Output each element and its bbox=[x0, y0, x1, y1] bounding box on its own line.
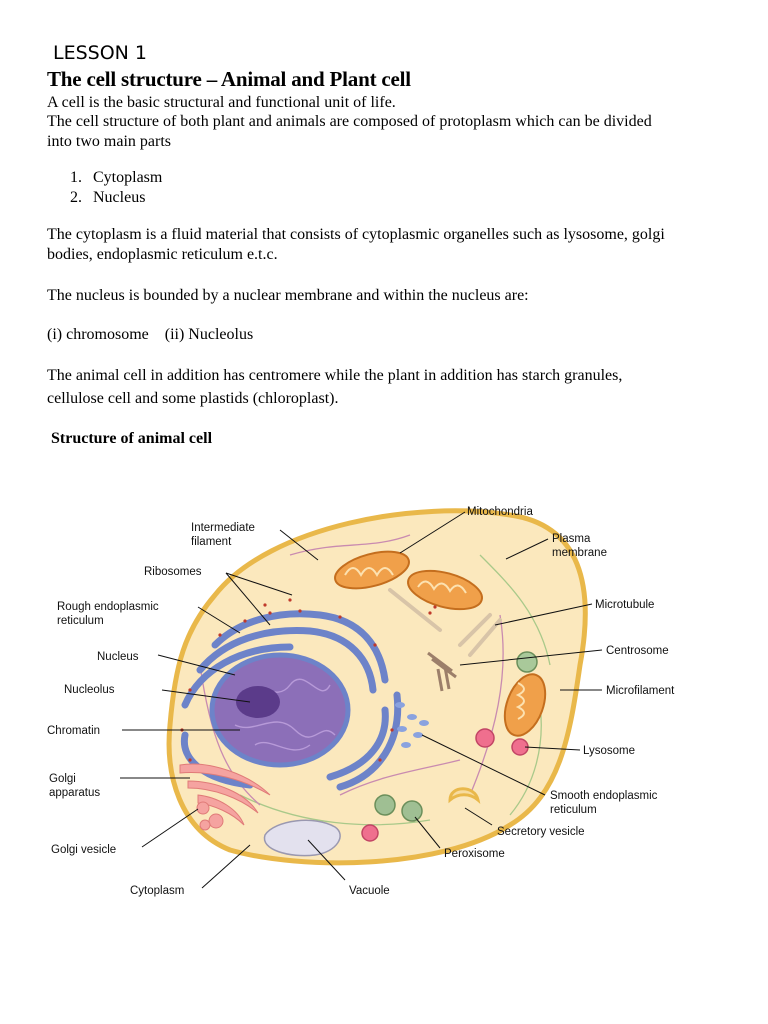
golgi-shape bbox=[179, 763, 271, 831]
animal-cell-diagram: Intermediate filament Ribosomes Rough en… bbox=[40, 495, 740, 905]
cytoplasm-line-1: The cytoplasm is a fluid material that c… bbox=[47, 226, 665, 243]
label-vacuole: Vacuole bbox=[349, 885, 390, 897]
label-cytoplasm: Cytoplasm bbox=[130, 885, 184, 897]
lysosomes bbox=[361, 728, 529, 842]
label-golgi-apparatus: Golgi bbox=[49, 773, 76, 785]
animal-plant-line-1: The animal cell in addition has centrome… bbox=[47, 367, 623, 384]
nucleus-paragraph: The nucleus is bounded by a nuclear memb… bbox=[47, 287, 529, 304]
list-item: 1. Cytoplasm bbox=[70, 168, 162, 188]
label-plasma-membrane: Plasma bbox=[552, 533, 591, 545]
intro-line-2: The cell structure of both plant and ani… bbox=[47, 113, 652, 130]
page-title: The cell structure – Animal and Plant ce… bbox=[47, 67, 411, 91]
list-item: 2. Nucleus bbox=[70, 188, 145, 208]
list-text: Nucleus bbox=[93, 189, 146, 206]
smooth-er-shape bbox=[395, 702, 429, 748]
peroxisome-shape bbox=[374, 794, 396, 816]
peroxisome-shape bbox=[401, 800, 423, 822]
ribosome-dots bbox=[180, 598, 437, 762]
label-smooth-er: reticulum bbox=[550, 804, 597, 816]
nucleus-contents: (i) chromosome (ii) Nucleolus bbox=[47, 326, 254, 343]
vesicle-green bbox=[516, 651, 538, 673]
label-peroxisome: Peroxisome bbox=[444, 848, 505, 860]
label-golgi-apparatus: apparatus bbox=[49, 787, 100, 799]
cytoplasm-line-2: bodies, endoplasmic reticulum e.t.c. bbox=[47, 246, 278, 263]
list-number: 2. bbox=[70, 189, 82, 206]
label-smooth-er: Smooth endoplasmic bbox=[550, 790, 658, 802]
label-intermediate-filament: Intermediate bbox=[191, 522, 255, 534]
label-lysosome: Lysosome bbox=[583, 745, 635, 757]
nucleolus-shape bbox=[236, 686, 280, 718]
label-ribosomes: Ribosomes bbox=[144, 566, 202, 578]
label-centrosome: Centrosome bbox=[606, 645, 669, 657]
label-chromatin: Chromatin bbox=[47, 725, 100, 737]
label-golgi-vesicle: Golgi vesicle bbox=[51, 844, 116, 856]
vacuole-shape bbox=[263, 819, 341, 857]
label-microtubule: Microtubule bbox=[595, 599, 654, 611]
intro-line-3: into two main parts bbox=[47, 133, 171, 150]
label-secretory-vesicle: Secretory vesicle bbox=[497, 826, 585, 838]
filaments bbox=[199, 534, 551, 826]
label-nucleolus: Nucleolus bbox=[64, 684, 115, 696]
secretory-vesicle-shape bbox=[448, 787, 481, 805]
animal-cell-svg: Intermediate filament Ribosomes Rough en… bbox=[47, 506, 675, 897]
label-intermediate-filament: filament bbox=[191, 536, 232, 548]
animal-plant-line-2: cellulose cell and some plastids (chloro… bbox=[47, 390, 339, 407]
label-rough-er: reticulum bbox=[57, 615, 104, 627]
leader-lines bbox=[120, 511, 603, 889]
microtubules bbox=[388, 588, 502, 657]
mitochondria-group bbox=[334, 550, 547, 737]
list-number: 1. bbox=[70, 169, 82, 186]
label-nucleus: Nucleus bbox=[97, 651, 139, 663]
lesson-label: LESSON 1 bbox=[53, 42, 148, 64]
section-subheading: Structure of animal cell bbox=[51, 430, 213, 447]
list-text: Cytoplasm bbox=[93, 169, 163, 186]
label-plasma-membrane: membrane bbox=[552, 547, 607, 559]
label-mitochondria: Mitochondria bbox=[467, 506, 533, 518]
centrosome-shape bbox=[427, 651, 457, 692]
nucleus-shape bbox=[209, 652, 351, 768]
label-microfilament: Microfilament bbox=[606, 685, 675, 697]
intro-line-1: A cell is the basic structural and funct… bbox=[47, 94, 396, 111]
label-rough-er: Rough endoplasmic bbox=[57, 601, 159, 613]
